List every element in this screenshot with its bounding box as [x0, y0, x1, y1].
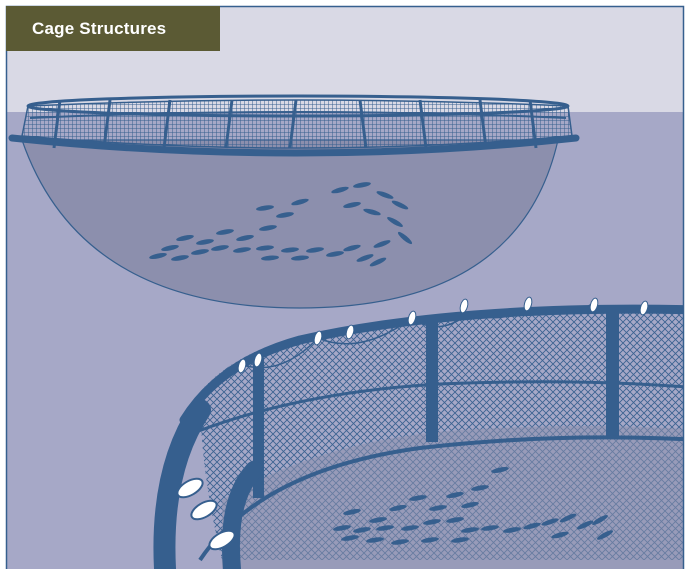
title-tab: Cage Structures	[6, 6, 220, 51]
lower-post	[426, 318, 438, 442]
diagram-title: Cage Structures	[32, 19, 166, 39]
lower-post	[606, 308, 619, 438]
